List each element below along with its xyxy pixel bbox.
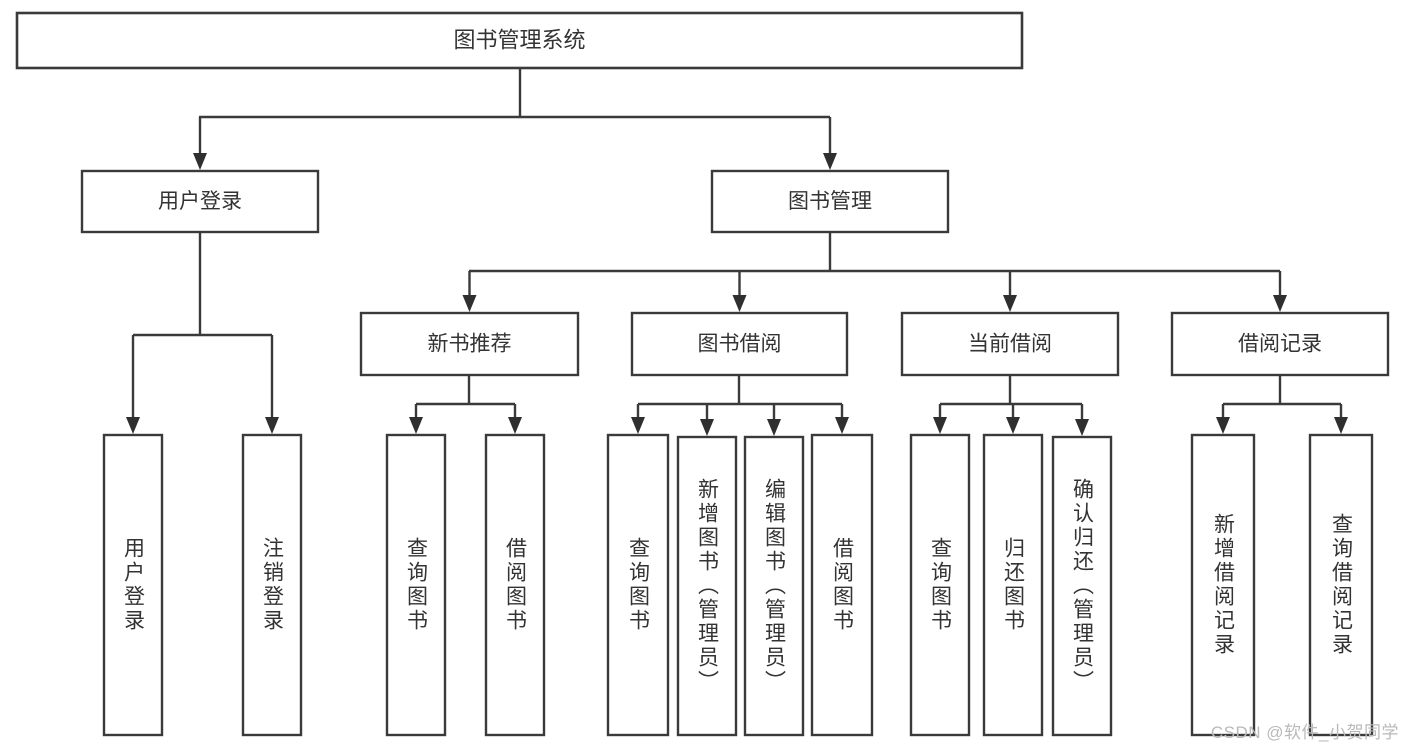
node-label: 借阅图书 xyxy=(830,537,854,633)
node-level3-借阅记录[interactable]: 借阅记录 xyxy=(1170,311,1390,377)
node-label-container: 借阅图书 xyxy=(830,537,854,633)
node-level3-新书推荐[interactable]: 新书推荐 xyxy=(359,311,580,377)
node-layer: 图书管理系统用户登录图书管理新书推荐图书借阅当前借阅借阅记录用户登录注销登录查询… xyxy=(15,11,1390,737)
arrow-icon-current-borrow-children-2 xyxy=(1075,419,1089,436)
node-rect xyxy=(1051,435,1113,737)
node-label-container: 查询借阅记录 xyxy=(1329,513,1353,657)
arrow-icon-level2-to-level3-2 xyxy=(1003,295,1017,312)
arrow-icon-borrow-record-children-0 xyxy=(1216,417,1230,434)
node-label: 新书推荐 xyxy=(428,333,512,356)
node-label-container: 编辑图书（管理员） xyxy=(762,478,786,694)
arrow-icon-user-login-children-1 xyxy=(265,417,279,434)
node-label: 查询借阅记录 xyxy=(1329,513,1353,657)
node-label-container: 用户登录 xyxy=(121,537,145,633)
arrow-icon-book-borrow-children-1 xyxy=(700,419,714,436)
node-label-container: 查询图书 xyxy=(928,537,952,633)
node-label: 查询图书 xyxy=(928,537,952,633)
node-rect xyxy=(1190,433,1256,737)
node-label-container: 借阅图书 xyxy=(503,537,527,633)
node-level3-当前借阅[interactable]: 当前借阅 xyxy=(900,311,1120,377)
node-label: 图书管理系统 xyxy=(453,27,585,52)
node-level2-用户登录[interactable]: 用户登录 xyxy=(80,169,320,234)
node-label: 图书借阅 xyxy=(698,333,782,356)
node-rect xyxy=(909,433,971,737)
node-leaf-借阅图书-7[interactable]: 借阅图书 xyxy=(810,433,874,737)
node-leaf-用户登录-0[interactable]: 用户登录 xyxy=(102,433,164,737)
node-label: 归还图书 xyxy=(1001,537,1025,633)
node-rect xyxy=(80,169,320,234)
node-label-container: 查询图书 xyxy=(404,537,428,633)
node-label-container: 新增借阅记录 xyxy=(1211,513,1235,657)
arrow-icon-new-book-children-0 xyxy=(409,417,423,434)
node-rect xyxy=(1170,311,1390,377)
node-rect xyxy=(900,311,1120,377)
node-leaf-注销登录-1[interactable]: 注销登录 xyxy=(241,433,303,737)
arrow-icon-level2-to-level3-3 xyxy=(1273,295,1287,312)
node-label: 当前借阅 xyxy=(968,333,1052,356)
node-label: 图书管理 xyxy=(788,190,872,213)
node-rect xyxy=(606,433,670,737)
node-rect xyxy=(710,169,950,234)
node-leaf-查询图书-8[interactable]: 查询图书 xyxy=(909,433,971,737)
node-label: 借阅记录 xyxy=(1238,333,1322,356)
node-label: 编辑图书（管理员） xyxy=(762,478,786,694)
node-level2-图书管理[interactable]: 图书管理 xyxy=(710,169,950,234)
node-rect xyxy=(102,433,164,737)
node-label: 新增图书（管理员） xyxy=(695,478,719,694)
node-leaf-确认归还管理员-10[interactable]: 确认归还（管理员） xyxy=(1051,435,1113,737)
node-level3-图书借阅[interactable]: 图书借阅 xyxy=(630,311,849,377)
node-label: 用户登录 xyxy=(158,190,242,213)
arrow-icon-book-borrow-children-2 xyxy=(767,419,781,436)
node-rect xyxy=(676,435,738,737)
arrow-icon-new-book-children-1 xyxy=(508,417,522,434)
node-label: 确认归还（管理员） xyxy=(1070,478,1094,694)
node-rect xyxy=(810,433,874,737)
arrow-icon-book-borrow-children-3 xyxy=(835,417,849,434)
node-label: 新增借阅记录 xyxy=(1211,513,1235,657)
node-root-图书管理系统[interactable]: 图书管理系统 xyxy=(15,11,1024,70)
arrow-icon-level2-to-level3-0 xyxy=(462,295,477,312)
node-leaf-查询图书-4[interactable]: 查询图书 xyxy=(606,433,670,737)
node-leaf-新增图书管理员-5[interactable]: 新增图书（管理员） xyxy=(676,435,738,737)
node-label: 查询图书 xyxy=(626,537,650,633)
node-rect xyxy=(241,433,303,737)
node-rect xyxy=(630,311,849,377)
node-leaf-借阅图书-3[interactable]: 借阅图书 xyxy=(484,433,546,737)
node-label-container: 注销登录 xyxy=(260,537,284,633)
node-rect xyxy=(743,435,805,737)
node-label: 注销登录 xyxy=(260,537,284,633)
connector-layer xyxy=(126,68,1348,436)
node-rect xyxy=(359,311,580,377)
node-rect xyxy=(484,433,546,737)
arrow-icon-current-borrow-children-1 xyxy=(1006,417,1020,434)
node-label: 借阅图书 xyxy=(503,537,527,633)
node-leaf-查询借阅记录-12[interactable]: 查询借阅记录 xyxy=(1308,433,1374,737)
node-label-container: 确认归还（管理员） xyxy=(1070,478,1094,694)
arrow-icon-user-login-children-0 xyxy=(126,417,140,434)
node-leaf-查询图书-2[interactable]: 查询图书 xyxy=(385,433,447,737)
node-rect xyxy=(982,433,1044,737)
node-label: 查询图书 xyxy=(404,537,428,633)
node-label-container: 新增图书（管理员） xyxy=(695,478,719,694)
node-rect xyxy=(385,433,447,737)
arrow-icon-level2-to-level3-1 xyxy=(732,295,747,312)
node-label: 用户登录 xyxy=(121,537,145,633)
node-label-container: 归还图书 xyxy=(1001,537,1025,633)
arrow-icon-root-to-level2-1 xyxy=(823,153,837,170)
arrow-icon-book-borrow-children-0 xyxy=(631,417,645,434)
node-rect xyxy=(1308,433,1374,737)
arrow-icon-root-to-level2-0 xyxy=(193,153,207,170)
watermark-text: CSDN @软件_小贺同学 xyxy=(1210,723,1399,742)
node-leaf-归还图书-9[interactable]: 归还图书 xyxy=(982,433,1044,737)
arrow-icon-borrow-record-children-1 xyxy=(1334,417,1348,434)
node-leaf-新增借阅记录-11[interactable]: 新增借阅记录 xyxy=(1190,433,1256,737)
node-rect xyxy=(15,11,1024,70)
arrow-icon-current-borrow-children-0 xyxy=(933,417,947,434)
node-label-container: 查询图书 xyxy=(626,537,650,633)
node-leaf-编辑图书管理员-6[interactable]: 编辑图书（管理员） xyxy=(743,435,805,737)
